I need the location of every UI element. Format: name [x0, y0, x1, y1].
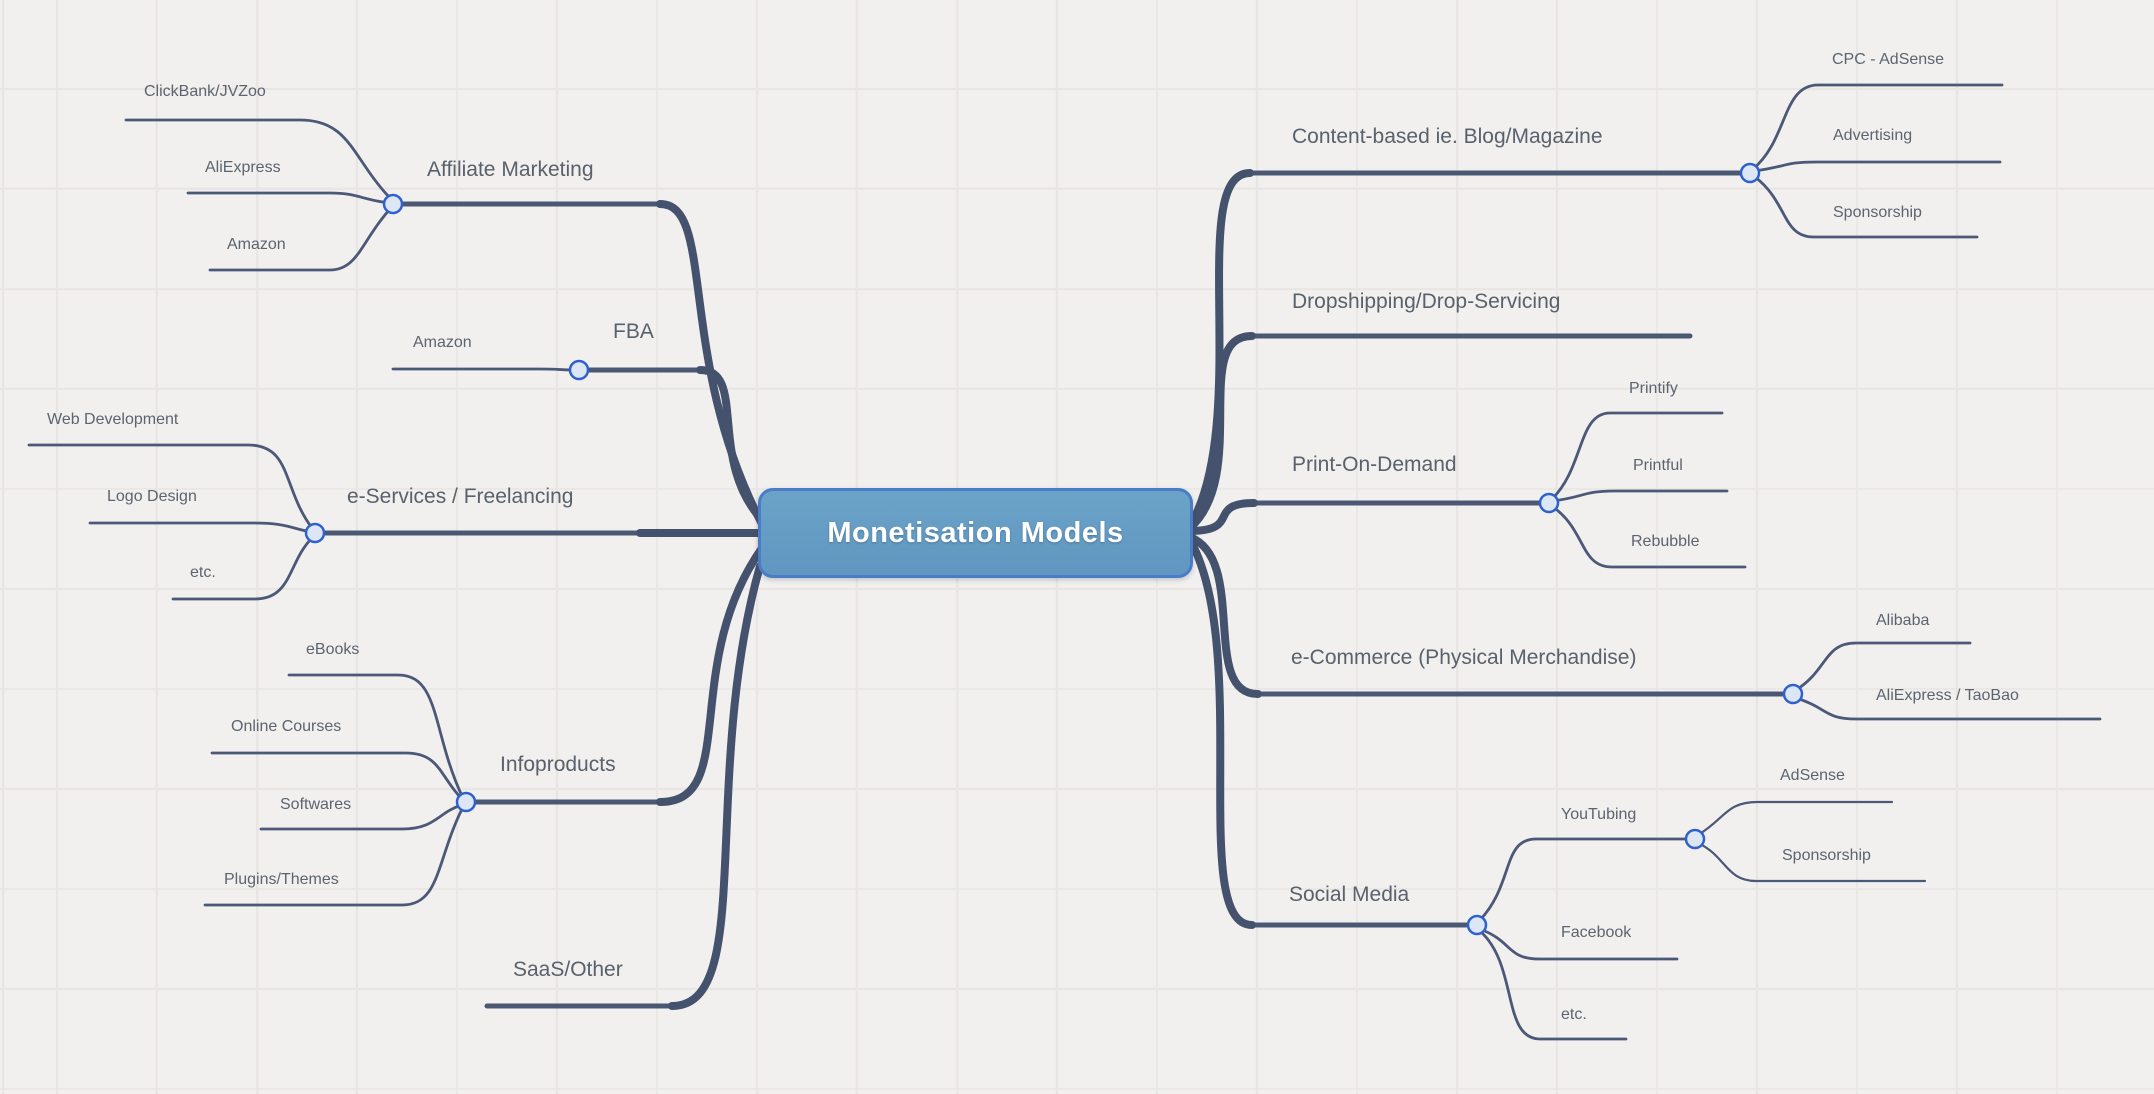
link-root-content	[1186, 169, 1254, 530]
toggle-youtubing[interactable]	[1684, 828, 1706, 850]
link-root-affiliate	[656, 200, 766, 528]
node-eservices-freelancing[interactable]: e-Services / Freelancing	[347, 485, 574, 508]
node-printful[interactable]: Printful	[1633, 457, 1683, 474]
link-root-infoproducts	[656, 544, 766, 806]
link-infoproducts-ebooks	[287, 673, 464, 798]
node-etc-eservices[interactable]: etc.	[190, 564, 216, 581]
toggle-ecommerce[interactable]	[1782, 683, 1804, 705]
node-online-courses[interactable]: Online Courses	[231, 718, 342, 735]
node-fba[interactable]: FBA	[613, 320, 654, 343]
node-alibaba[interactable]: Alibaba	[1876, 612, 1930, 629]
link-root-dropshipping	[1186, 332, 1256, 532]
link-affiliate-aliexpress	[186, 191, 392, 205]
link-youtubing-sponsorship	[1696, 841, 1927, 883]
link-affiliate-amazon	[208, 207, 392, 272]
toggle-print-on-demand[interactable]	[1538, 492, 1560, 514]
link-infoproducts-plugins	[203, 807, 464, 907]
node-adsense-youtubing[interactable]: AdSense	[1780, 767, 1845, 784]
link-root-social	[1186, 536, 1256, 929]
toggle-affiliate-marketing[interactable]	[382, 193, 404, 215]
node-etc-social[interactable]: etc.	[1561, 1006, 1587, 1023]
link-pod-printful	[1551, 489, 1729, 503]
link-social-etc	[1479, 930, 1628, 1041]
node-plugins-themes[interactable]: Plugins/Themes	[224, 871, 339, 888]
toggle-content-based[interactable]	[1739, 162, 1761, 184]
node-affiliate-marketing[interactable]: Affiliate Marketing	[427, 158, 594, 181]
link-eservices-logodesign	[88, 521, 314, 534]
root-node-label: Monetisation Models	[827, 516, 1124, 549]
node-social-media[interactable]: Social Media	[1289, 883, 1410, 906]
link-pod-printify	[1550, 411, 1724, 501]
node-cpc-adsense[interactable]: CPC - AdSense	[1832, 51, 1945, 68]
node-sponsorship-youtubing[interactable]: Sponsorship	[1782, 847, 1871, 864]
node-dropshipping[interactable]: Dropshipping/Drop-Servicing	[1292, 290, 1561, 313]
node-clickbank-jvzoo[interactable]: ClickBank/JVZoo	[144, 83, 266, 100]
toggle-eservices[interactable]	[304, 522, 326, 544]
node-aliexpress-taobao[interactable]: AliExpress / TaoBao	[1876, 687, 2019, 704]
node-advertising[interactable]: Advertising	[1833, 127, 1913, 144]
node-ecommerce[interactable]: e-Commerce (Physical Merchandise)	[1291, 646, 1637, 669]
node-aliexpress[interactable]: AliExpress	[205, 159, 281, 176]
toggle-infoproducts[interactable]	[455, 791, 477, 813]
link-affiliate-clickbank	[124, 118, 392, 200]
link-ecommerce-alibaba	[1794, 641, 1972, 692]
node-infoproducts[interactable]: Infoproducts	[500, 753, 616, 776]
node-amazon-affiliate[interactable]: Amazon	[227, 236, 286, 253]
node-print-on-demand[interactable]: Print-On-Demand	[1292, 453, 1457, 476]
node-facebook[interactable]: Facebook	[1561, 924, 1632, 941]
link-eservices-webdev	[27, 443, 314, 530]
link-ecommerce-aliexpress-taobao	[1794, 696, 2102, 721]
node-rebubble[interactable]: Rebubble	[1631, 533, 1700, 550]
link-content-advertising	[1753, 160, 2002, 173]
link-root-saas	[668, 562, 764, 1010]
link-social-facebook	[1478, 927, 1679, 961]
link-root-fba	[696, 366, 768, 526]
toggle-social-media[interactable]	[1466, 914, 1488, 936]
node-content-based[interactable]: Content-based ie. Blog/Magazine	[1292, 125, 1603, 148]
link-content-cpc	[1751, 83, 2004, 171]
node-amazon-fba[interactable]: Amazon	[413, 334, 472, 351]
link-social-youtubing	[1478, 837, 1697, 922]
link-fba-amazon	[391, 367, 578, 372]
link-root-ecommerce	[1186, 533, 1262, 698]
node-logo-design[interactable]: Logo Design	[107, 488, 197, 505]
link-infoproducts-onlinecourses	[210, 751, 464, 801]
node-ebooks[interactable]: eBooks	[306, 641, 360, 658]
node-sponsorship-content[interactable]: Sponsorship	[1833, 204, 1922, 221]
link-youtubing-adsense	[1696, 800, 1894, 837]
node-printify[interactable]: Printify	[1629, 380, 1678, 397]
node-web-development[interactable]: Web Development	[47, 411, 179, 428]
link-root-pod	[1186, 499, 1258, 535]
link-content-sponsorship	[1753, 175, 1979, 239]
root-node[interactable]: Monetisation Models	[758, 488, 1193, 578]
node-softwares[interactable]: Softwares	[280, 796, 352, 813]
node-youtubing[interactable]: YouTubing	[1561, 806, 1637, 823]
node-saas-other[interactable]: SaaS/Other	[513, 958, 623, 981]
toggle-fba[interactable]	[568, 359, 590, 381]
link-eservices-etc	[171, 536, 314, 601]
link-pod-rebubble	[1551, 505, 1747, 569]
link-infoproducts-softwares	[259, 803, 464, 831]
